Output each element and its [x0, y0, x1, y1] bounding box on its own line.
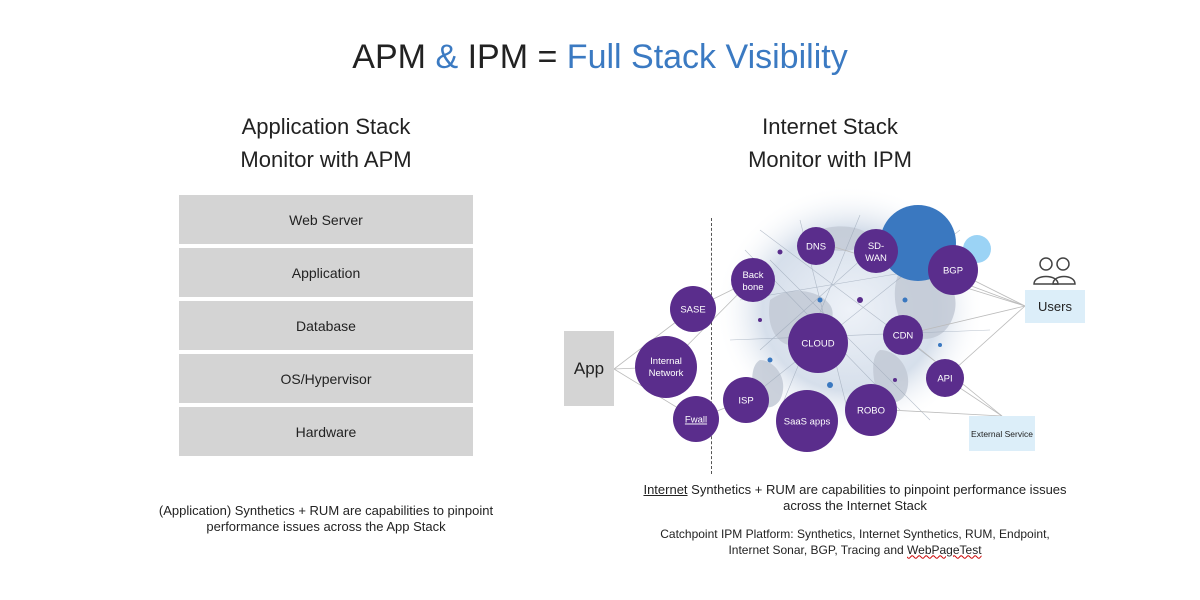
app-box: App: [564, 331, 614, 406]
app-stack-caption: (Application) Synthetics + RUM are capab…: [126, 503, 526, 535]
svg-text:ISP: ISP: [738, 396, 753, 407]
users-icon: [1033, 257, 1076, 285]
app-stack-heading-line2: Monitor with APM: [240, 147, 412, 172]
node-cdn: CDN: [883, 315, 923, 355]
layer-application: Application: [179, 248, 473, 297]
internet-caption-rest: Synthetics + RUM are capabilities to pin…: [687, 482, 1067, 497]
internet-stack-heading: Internet Stack Monitor with IPM: [680, 110, 980, 176]
layer-web-server: Web Server: [179, 195, 473, 244]
internet-stack-caption-line1: Internet Synthetics + RUM are capabiliti…: [605, 482, 1105, 498]
node-dns: DNS: [797, 227, 835, 265]
app-stack-caption-line1: (Application) Synthetics + RUM are capab…: [158, 503, 494, 518]
node-robo: ROBO: [845, 384, 897, 436]
platform-caption-line2-text: Internet Sonar, BGP, Tracing and: [728, 542, 908, 557]
app-stack-heading-line1: Application Stack: [241, 114, 411, 139]
node-backbone: Back bone: [731, 258, 775, 302]
stack-divider: [711, 218, 712, 474]
network-dots: [758, 240, 942, 412]
platform-caption-line1: Catchpoint IPM Platform: Synthetics, Int…: [660, 527, 1050, 541]
webpagetest-word: WebPageTest: [907, 542, 982, 557]
platform-caption-line2: Internet Sonar, BGP, Tracing and WebPage…: [605, 543, 1105, 559]
svg-text:Internal: Internal: [650, 356, 682, 367]
node-saas-apps: SaaS apps: [776, 390, 838, 452]
svg-text:SASE: SASE: [680, 305, 705, 316]
svg-text:bone: bone: [742, 282, 763, 293]
node-isp: ISP: [723, 377, 769, 423]
internet-stack-caption: Internet Synthetics + RUM are capabiliti…: [605, 482, 1105, 514]
svg-text:WAN: WAN: [865, 253, 887, 264]
title-equals: =: [537, 38, 558, 76]
users-box: Users: [1025, 290, 1085, 323]
title-ipm: IPM: [467, 38, 529, 76]
platform-caption: Catchpoint IPM Platform: Synthetics, Int…: [605, 527, 1105, 558]
node-internal-network: Internal Network: [635, 336, 697, 398]
svg-text:SD-: SD-: [868, 241, 884, 252]
node-cloud: CLOUD: [788, 313, 848, 373]
node-fwall: Fwall: [673, 396, 719, 442]
svg-text:ROBO: ROBO: [857, 406, 885, 417]
external-service-box: External Service: [969, 416, 1035, 451]
internet-stack-caption-line2: across the Internet Stack: [783, 498, 927, 513]
app-stack-heading: Application Stack Monitor with APM: [176, 110, 476, 176]
title-ampersand: &: [435, 38, 459, 76]
svg-text:SaaS apps: SaaS apps: [784, 417, 831, 428]
internet-stack-heading-line1: Internet Stack: [762, 114, 898, 139]
title-apm: APM: [352, 38, 426, 76]
layer-database: Database: [179, 301, 473, 350]
node-bgp: BGP: [928, 245, 978, 295]
internet-stack-heading-line2: Monitor with IPM: [748, 147, 912, 172]
page-title: APM & IPM = Full Stack Visibility: [0, 38, 1200, 77]
svg-text:BGP: BGP: [943, 266, 963, 277]
app-stack-caption-line2: performance issues across the App Stack: [206, 519, 446, 534]
title-full-stack: Full Stack Visibility: [566, 38, 848, 76]
svg-text:CLOUD: CLOUD: [801, 339, 834, 350]
svg-text:Network: Network: [649, 368, 684, 379]
svg-text:CDN: CDN: [893, 331, 914, 342]
internet-word: Internet: [643, 482, 688, 497]
node-api: API: [926, 359, 964, 397]
svg-text:Fwall: Fwall: [685, 415, 707, 426]
svg-text:Back: Back: [742, 270, 763, 281]
svg-text:DNS: DNS: [806, 242, 826, 253]
layer-hardware: Hardware: [179, 407, 473, 456]
layer-os-hypervisor: OS/Hypervisor: [179, 354, 473, 403]
node-sd-wan: SD- WAN: [854, 229, 898, 273]
node-sase: SASE: [670, 286, 716, 332]
svg-text:API: API: [937, 374, 952, 385]
